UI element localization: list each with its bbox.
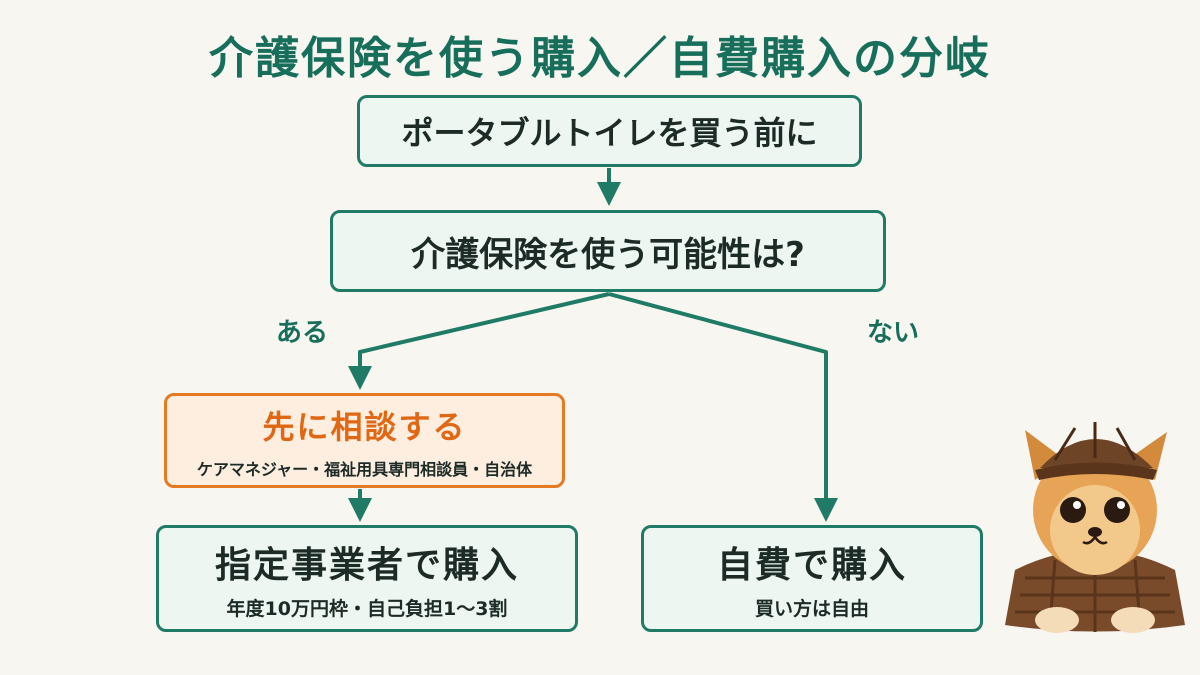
start-node-label: ポータブルトイレを買う前に — [401, 114, 818, 152]
self-pay-purchase-subtitle: 買い方は自由 — [754, 598, 869, 620]
arrow-question-to-right-buy — [608, 292, 838, 522]
branch-label-no: ない — [867, 318, 920, 348]
question-node-label: 介護保険を使う可能性は? — [411, 234, 805, 275]
self-pay-purchase-title: 自費で購入 — [716, 545, 907, 586]
designated-purchase-subtitle: 年度10万円枠・自己負担1～3割 — [226, 598, 508, 620]
self-pay-purchase-node: 自費で購入 買い方は自由 — [641, 525, 983, 632]
start-node: ポータブルトイレを買う前に — [357, 95, 862, 167]
consult-node-title: 先に相談する — [262, 407, 467, 446]
designated-purchase-title: 指定事業者で購入 — [214, 545, 519, 586]
consult-node-subtitle: ケアマネジャー・福祉用具専門相談員・自治体 — [196, 459, 533, 479]
designated-purchase-node: 指定事業者で購入 年度10万円枠・自己負担1～3割 — [156, 525, 578, 632]
dog-detective-icon — [1005, 422, 1185, 633]
branch-label-yes: ある — [276, 318, 329, 348]
consult-node: 先に相談する ケアマネジャー・福祉用具専門相談員・自治体 — [164, 393, 565, 488]
question-node: 介護保険を使う可能性は? — [330, 210, 886, 292]
arrow-question-to-consult — [348, 292, 610, 390]
diagram-title: 介護保険を使う購入／自費購入の分岐 — [209, 33, 991, 84]
